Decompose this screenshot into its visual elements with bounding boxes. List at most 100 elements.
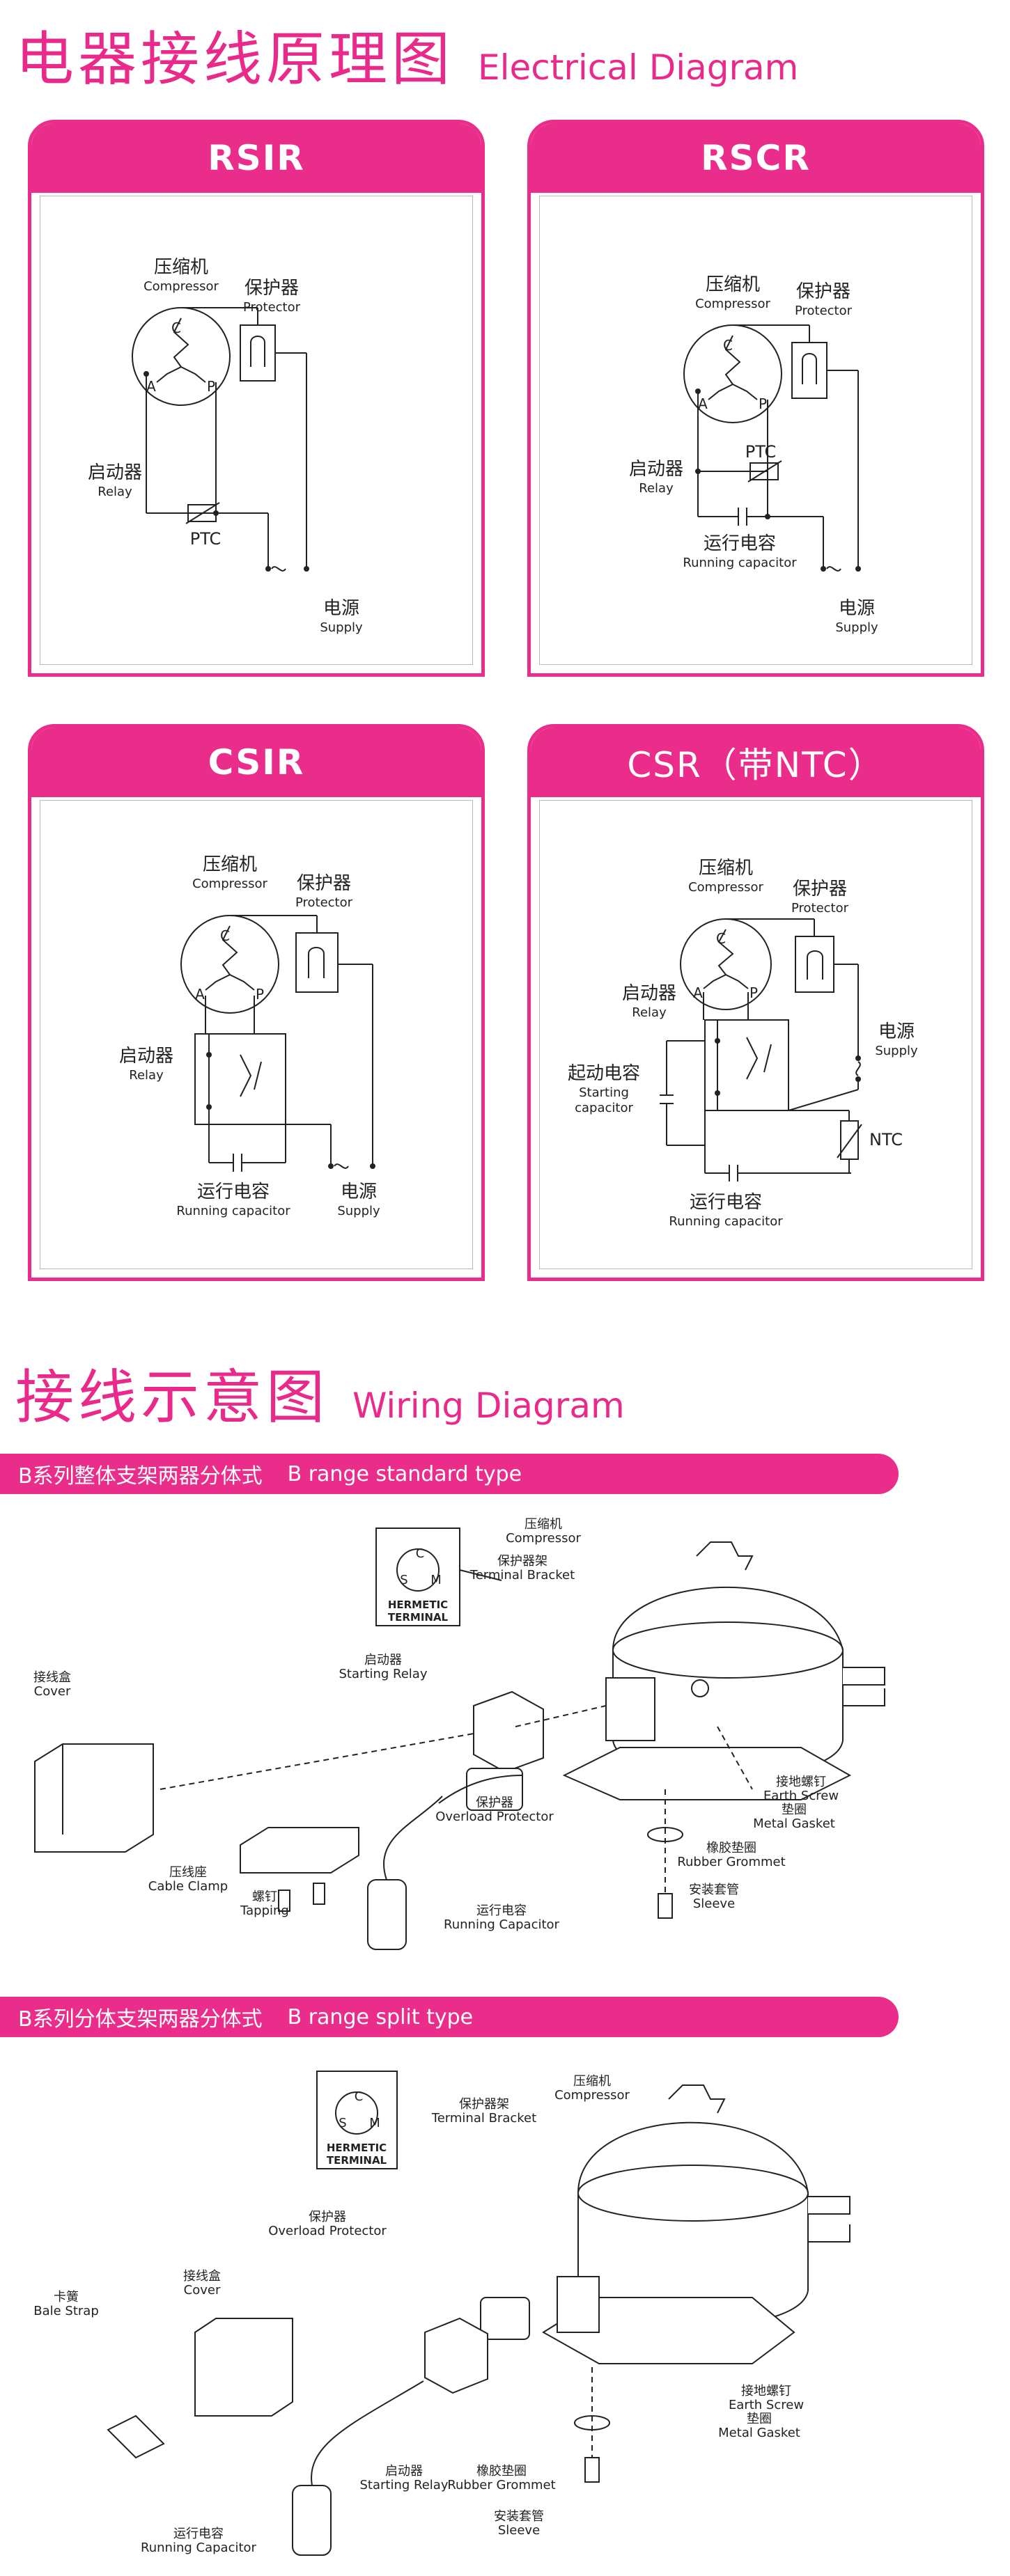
cover-en: Cover — [184, 2283, 221, 2298]
relay-en: Relay — [98, 485, 132, 499]
csir-circuit: 压缩机 Compressor 保护器 Protector C A P 启动器 R… — [119, 854, 380, 1218]
clamp-en: Cable Clamp — [148, 1879, 228, 1894]
bracket-en: Terminal Bracket — [469, 1568, 575, 1582]
gasket-cn: 垫圈 — [782, 1803, 807, 1817]
pin-a: A — [195, 986, 205, 1003]
card-title-bar: CSIR — [31, 728, 481, 797]
overload-en: Overload Protector — [435, 1809, 554, 1824]
pin-p: P — [749, 984, 758, 1001]
hermetic-label-1: HERMETIC — [388, 1599, 448, 1611]
relay-en: Starting Relay — [339, 1667, 428, 1681]
running-cap-cn: 运行电容 — [197, 1181, 270, 1202]
bracket-en: Terminal Bracket — [431, 2111, 536, 2126]
card-frame — [539, 196, 972, 665]
grommet-cn: 橡胶垫圈 — [476, 2464, 527, 2479]
relay-cn: 启动器 — [88, 462, 142, 483]
gasket-cn: 垫圈 — [747, 2412, 772, 2426]
compressor-cn: 压缩机 — [706, 274, 760, 295]
compressor-en: Compressor — [192, 877, 267, 891]
pin-c: C — [716, 930, 726, 947]
compressor-shell — [577, 2121, 809, 2328]
relay-cn: 启动器 — [364, 1653, 402, 1667]
terminal-s: S — [400, 1573, 407, 1587]
protector-en: Protector — [243, 300, 301, 315]
running-cap-en: Running capacitor — [669, 1214, 783, 1229]
protector-en: Protector — [295, 895, 353, 910]
protector-cn: 保护器 — [793, 879, 847, 900]
running-cap-cn: 运行电容 — [704, 533, 776, 554]
relay-cn: 启动器 — [629, 459, 683, 480]
card-title-bar: CSR（带NTC） — [531, 728, 981, 797]
wiring-diagram-standard: C S M HERMETIC TERMINAL 压缩机 Compressor 保… — [33, 1517, 885, 1950]
compressor-en: Compressor — [695, 297, 770, 311]
compressor-cn: 压缩机 — [573, 2074, 611, 2089]
wiring-diagram-split: C S M HERMETIC TERMINAL 压缩机 Compressor 保… — [33, 2071, 850, 2556]
relay-cn: 启动器 — [119, 1046, 173, 1067]
cover-cn: 接线盒 — [183, 2269, 221, 2284]
cover-cn: 接线盒 — [33, 1670, 71, 1685]
section-header-electrical: 电器接线原理图 Electrical Diagram — [15, 13, 798, 97]
protector-cn: 保护器 — [796, 281, 850, 302]
bracket-cn: 保护器架 — [459, 2097, 509, 2112]
terminal-m: M — [369, 2116, 380, 2130]
runcap-cn: 运行电容 — [173, 2527, 224, 2541]
card-rscr: RSCR 压缩机 — [527, 120, 984, 677]
overload-en: Overload Protector — [268, 2224, 387, 2238]
card-title: RSCR — [701, 138, 811, 178]
bracket-cn: 保护器架 — [497, 1554, 547, 1569]
compressor-en: Compressor — [143, 279, 219, 294]
header-en: Electrical Diagram — [478, 47, 799, 88]
running-cap-cn: 运行电容 — [690, 1192, 762, 1213]
pin-a: A — [698, 395, 708, 412]
supply-cn: 电源 — [878, 1021, 915, 1042]
hermetic-label-2: TERMINAL — [388, 1611, 449, 1624]
supply-en: Supply — [320, 620, 363, 635]
hermetic-label-1: HERMETIC — [327, 2142, 387, 2154]
relay-en: Relay — [639, 481, 674, 496]
grommet-en: Rubber Grommet — [447, 2478, 555, 2492]
card-title-bar: RSIR — [31, 123, 481, 193]
earth-cn: 接地螺钉 — [776, 1775, 826, 1789]
base-plate — [562, 1747, 852, 1800]
tapping-cn: 螺钉 — [252, 1890, 277, 1904]
relay-cn: 启动器 — [622, 983, 676, 1004]
terminal-m: M — [430, 1573, 442, 1587]
ntc-label: NTC — [869, 1130, 903, 1149]
runcap-en: Running Capacitor — [444, 1917, 560, 1932]
compressor-cn: 压缩机 — [154, 257, 208, 278]
range-bar-standard: B系列整体支架两器分体式 B range standard type — [0, 1454, 899, 1494]
runcap-cn: 运行电容 — [476, 1903, 527, 1918]
starting-relay-shape — [424, 2317, 488, 2394]
rsir-circuit: 压缩机 Compressor 保护器 Protector C A P 启动器 R… — [88, 257, 363, 635]
card-csir: CSIR — [28, 724, 485, 1281]
grommet-en: Rubber Grommet — [677, 1855, 785, 1869]
cover-shape — [34, 1743, 154, 1853]
compressor-cn: 压缩机 — [203, 854, 257, 875]
earth-en: Earth Screw — [763, 1789, 839, 1803]
supply-en: Supply — [835, 620, 878, 635]
bar-cn: B系列整体支架两器分体式 — [18, 1464, 263, 1489]
cable-clamp-shape — [240, 1827, 359, 1874]
tapping-en: Tapping — [240, 1903, 289, 1918]
pin-a: A — [693, 984, 703, 1001]
rscr-circuit: 压缩机 Compressor 保护器 Protector C A P PTC 启… — [629, 274, 878, 635]
pin-c: C — [220, 927, 230, 944]
compressor-cn: 压缩机 — [525, 1517, 562, 1532]
supply-en: Supply — [337, 1204, 380, 1218]
terminal-c: C — [416, 1546, 425, 1561]
header-cn: 接线示意图 — [15, 1363, 329, 1431]
strap-en: Bale Strap — [33, 2304, 99, 2318]
starting-cap-cn: 起动电容 — [568, 1063, 640, 1084]
card-title-bar: RSCR — [531, 123, 981, 193]
runcap-en: Running Capacitor — [141, 2540, 257, 2555]
pin-c: C — [171, 320, 181, 336]
bale-strap-shape — [107, 2414, 165, 2459]
bar-en: B range split type — [287, 2004, 474, 2029]
ptc-label: PTC — [745, 442, 776, 462]
relay-en: Starting Relay — [360, 2478, 449, 2492]
pin-c: C — [723, 337, 733, 354]
card-frame — [40, 196, 473, 665]
card-rsir: RSIR 压缩机 Compressor 保护 — [28, 120, 485, 677]
supply-cn: 电源 — [341, 1181, 377, 1202]
starting-cap-en-1: Starting — [579, 1085, 629, 1100]
